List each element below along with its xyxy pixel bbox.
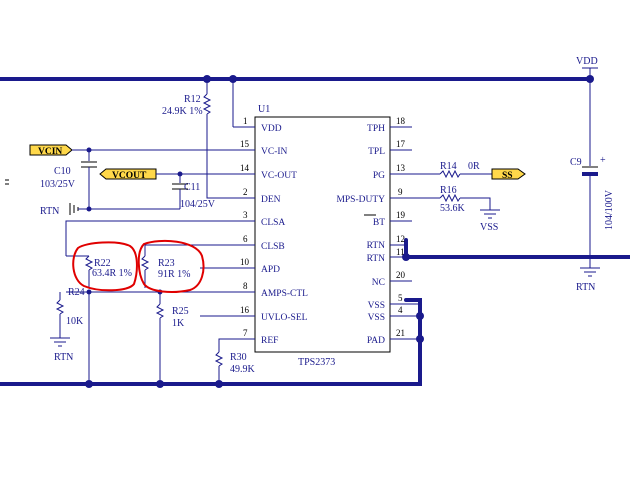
c11-ref: C11 — [184, 182, 200, 193]
c11-value: 104/25V — [180, 199, 216, 210]
r24-ref: R24 — [68, 287, 85, 298]
r23-value: 91R 1% — [158, 269, 191, 280]
vdd-net-label: VDD — [576, 56, 598, 67]
r16-value: 53.6K — [440, 203, 466, 214]
r30-value: 49.9K — [230, 364, 256, 375]
r25-ref: R25 — [172, 306, 189, 317]
pin-num: 5 — [398, 293, 403, 303]
pin-name: TPL — [368, 147, 385, 157]
annotation-circle-r22 — [72, 241, 138, 292]
r24-resistor — [55, 299, 65, 315]
vss-label: VSS — [480, 222, 498, 233]
pin-num: 15 — [240, 139, 250, 149]
pin-num: 21 — [396, 328, 405, 338]
pin-name: AMPS-CTL — [261, 289, 308, 299]
pin-name: APD — [261, 265, 280, 275]
left-pins: 1 15 14 2 3 6 10 8 16 7 VDD VC-IN VC-OUT… — [233, 116, 308, 346]
ground-symbol — [50, 337, 70, 347]
pin-name: CLSA — [261, 218, 285, 228]
pin-name: VC-IN — [261, 147, 288, 157]
pin-name: VC-OUT — [261, 171, 297, 181]
pin-name: MPS-DUTY — [336, 195, 385, 205]
right-pins: 18 17 13 9 19 12 11 20 5 4 21 TPH TPL PG… — [336, 116, 420, 346]
pin-num: 1 — [243, 116, 248, 126]
r14-ref: R14 — [440, 161, 457, 172]
pin-num: 13 — [396, 163, 406, 173]
pin-num: 20 — [396, 270, 406, 280]
pin-name: RTN — [367, 254, 386, 264]
c9-plus: + — [600, 155, 606, 166]
ic-u1: U1 TPS2373 1 15 14 2 3 6 10 8 16 7 VDD V… — [233, 104, 420, 368]
r30-ref: R30 — [230, 352, 247, 363]
c9-ref: C9 — [570, 157, 582, 168]
c9-plate-bottom — [582, 172, 598, 176]
ground-symbol — [480, 209, 500, 219]
r25-resistor — [155, 303, 165, 319]
ground-symbol — [580, 267, 600, 277]
r14-value: 0R — [468, 161, 480, 172]
pin-num: 17 — [396, 139, 406, 149]
r23-ref: R23 — [158, 258, 175, 269]
pin-num: 2 — [243, 187, 248, 197]
pin-num: 6 — [243, 234, 248, 244]
r25-value: 1K — [172, 318, 185, 329]
rtn-bus — [404, 238, 630, 259]
ss-label: SS — [502, 171, 513, 181]
pin-num: 18 — [396, 116, 406, 126]
rtn-left-label: RTN — [40, 206, 59, 217]
pin-name: VSS — [368, 301, 385, 311]
pin-num: 9 — [398, 187, 403, 197]
ss-flag — [491, 168, 526, 180]
ic-ref: U1 — [258, 104, 270, 115]
pin-num: 14 — [240, 163, 250, 173]
pin-name: TPH — [367, 124, 385, 134]
pin-name: PG — [373, 171, 385, 181]
pin-num: 11 — [396, 247, 405, 257]
pin-name: PAD — [367, 336, 385, 346]
r12-ref: R12 — [184, 94, 201, 105]
pin-name: VDD — [261, 124, 282, 134]
pin-name: UVLO-SEL — [261, 313, 308, 323]
pin-name: DEN — [261, 195, 281, 205]
pin-name: CLSB — [261, 242, 285, 252]
pin-num: 3 — [243, 210, 248, 220]
rtn-right-label: RTN — [576, 282, 595, 293]
c9-value: 104/100V — [604, 189, 615, 230]
c10-value: 103/25V — [40, 179, 76, 190]
r22-value: 63.4R 1% — [92, 268, 132, 279]
pin-num: 4 — [398, 305, 403, 315]
c10-ref: C10 — [54, 166, 71, 177]
r16-ref: R16 — [440, 185, 457, 196]
pin-num: 7 — [243, 328, 248, 338]
pin-name: REF — [261, 336, 278, 346]
pin-name: RTN — [367, 241, 386, 251]
r30-resistor — [214, 351, 224, 367]
pin-num: 16 — [240, 305, 250, 315]
r12-resistor — [202, 93, 212, 115]
r22-resistor — [84, 255, 94, 271]
pin-name: NC — [372, 278, 385, 288]
annotation-circle-r23 — [137, 239, 205, 293]
pin-name: VSS — [368, 313, 385, 323]
pin-num: 19 — [396, 210, 406, 220]
r22-ref: R22 — [94, 258, 111, 269]
r14-resistor — [439, 169, 461, 179]
r23-resistor — [140, 255, 150, 271]
r12-value: 24.9K 1% — [162, 106, 203, 117]
pin-name: BT — [373, 218, 385, 228]
ic-part: TPS2373 — [298, 357, 335, 368]
pin-num: 10 — [240, 257, 250, 267]
r16-resistor — [439, 193, 461, 203]
r24-value: 10K — [66, 316, 84, 327]
pin-num: 12 — [396, 234, 405, 244]
vcin-flag — [29, 144, 73, 156]
pin-num: 8 — [243, 281, 248, 291]
rtn-bottom-label: RTN — [54, 352, 73, 363]
vcin-label: VCIN — [38, 147, 62, 157]
vcout-label: VCOUT — [112, 171, 147, 181]
